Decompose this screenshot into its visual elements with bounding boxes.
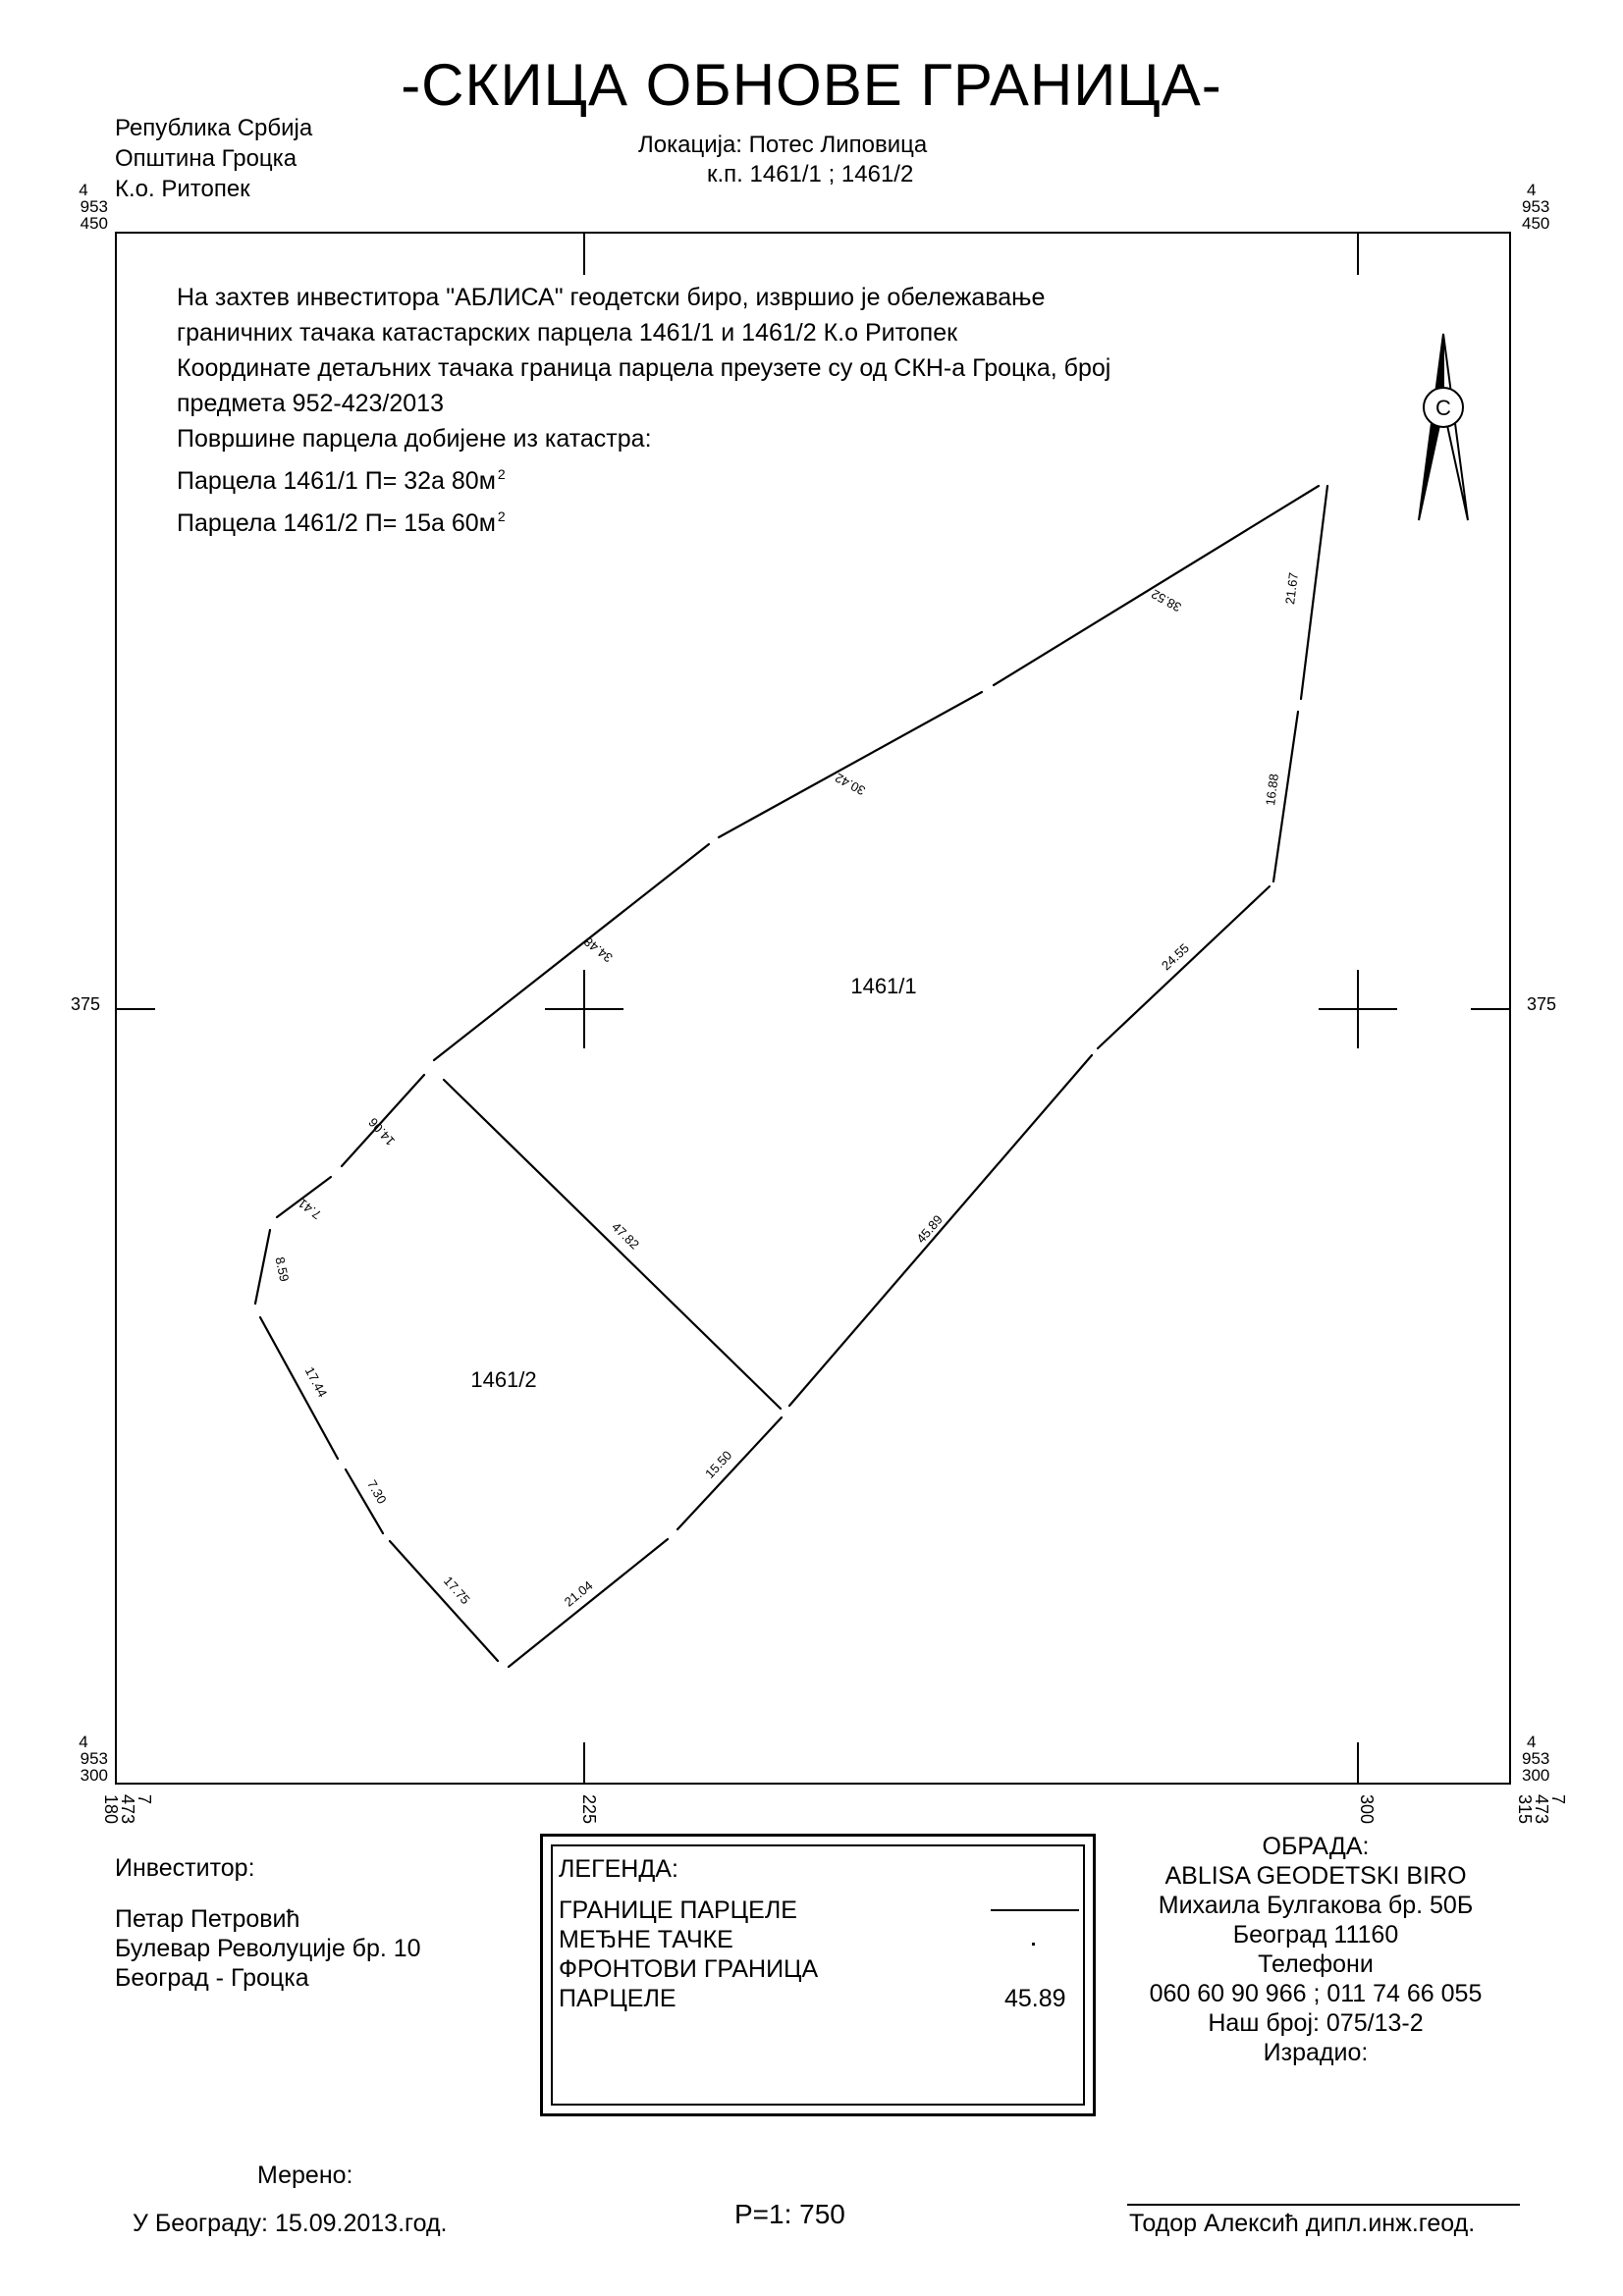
- north-arrow-icon: [1418, 333, 1469, 521]
- parcel-label-1461-1: 1461/1: [850, 974, 916, 998]
- legend-sample-value: 45.89: [1004, 1985, 1066, 2012]
- signature-name: Тодор Алексић дипл.инж.геод.: [1129, 2210, 1476, 2237]
- segment-length: 7.30: [364, 1477, 390, 1506]
- segment-length: 15.50: [702, 1448, 734, 1481]
- grid-coordinate-top-left: 4 953 450: [79, 181, 108, 233]
- signature-line: [1127, 2204, 1520, 2206]
- grid-coordinate-right-middle: 375: [1527, 994, 1557, 1014]
- segment-length: 17.44: [302, 1364, 331, 1400]
- legend-item-boundaries: ГРАНИЦЕ ПАРЦЕЛЕ: [559, 1896, 797, 1924]
- description-block: На захтев инвеститора "АБЛИСА" геодетски…: [177, 280, 1110, 541]
- description-line: На захтев инвеститора "АБЛИСА" геодетски…: [177, 284, 1046, 311]
- header-municipality: Општина Гроцка: [115, 145, 298, 172]
- description-line: граничних тачака катастарских парцела 14…: [177, 319, 958, 347]
- description-line: предмета 952-423/2013: [177, 390, 444, 417]
- grid-cross: [545, 970, 623, 1048]
- grid-coordinate-bottom-right: 4 953 300: [1522, 1733, 1550, 1785]
- location-line: Локација: Потес Липовица: [638, 132, 928, 158]
- segment-length: 30.42: [833, 771, 868, 799]
- legend-line-symbol: [991, 1909, 1079, 1911]
- office-prepared-by: Израдио:: [1263, 2039, 1369, 2066]
- grid-coordinate-top-right: 4 953 450: [1522, 181, 1550, 233]
- grid-coordinate-bottom-left: 4 953 300: [79, 1733, 108, 1785]
- north-label: С: [1435, 396, 1451, 420]
- parcel-boundaries: [253, 484, 1329, 1669]
- segment-length: 21.04: [562, 1577, 596, 1609]
- segment-labels: 34.48 30.42 38.52 21.67 16.88 24.55 45.8…: [272, 571, 1301, 1609]
- legend-item-points: МЕЂНЕ ТАЧКЕ: [559, 1926, 733, 1953]
- office-address: Михаила Булгакова бр. 50Б: [1158, 1892, 1474, 1919]
- segment-length: 34.48: [581, 934, 616, 966]
- investor-heading: Инвеститор:: [115, 1854, 255, 1882]
- header-cadastral-municipality: К.о. Ритопек: [115, 176, 250, 202]
- office-city: Београд 11160: [1232, 1921, 1399, 1949]
- legend-point-symbol: [1032, 1943, 1035, 1946]
- segment-length: 14.06: [365, 1115, 398, 1148]
- office-reference: Наш број: 075/13-2: [1208, 2009, 1424, 2037]
- office-phones: 060 60 90 966 ; 011 74 66 055: [1149, 1980, 1483, 2007]
- office-name: ABLISA GEODETSKI BIRO: [1164, 1862, 1467, 1890]
- map-frame: [115, 232, 1511, 1785]
- segment-length: 38.52: [1149, 586, 1184, 614]
- legend-box: ЛЕГЕНДА: ГРАНИЦЕ ПАРЦЕЛЕ МЕЂНЕ ТАЧКЕ ФРО…: [540, 1834, 1096, 2116]
- segment-length: 16.88: [1263, 773, 1281, 806]
- legend-item-parcels: ПАРЦЕЛЕ: [559, 1985, 676, 2012]
- page-title: -СКИЦА ОБНОВЕ ГРАНИЦА-: [401, 52, 1222, 118]
- place-date: У Београду: 15.09.2013.год.: [133, 2210, 448, 2237]
- description-line: Координате детаљних тачака граница парце…: [177, 354, 1111, 382]
- legend-item-fronts: ФРОНТОВИ ГРАНИЦА: [559, 1955, 819, 1983]
- header-country: Република Србија: [115, 115, 313, 141]
- investor-city: Београд - Гроцка: [115, 1964, 309, 1992]
- office-phones-label: Телефони: [1258, 1950, 1374, 1978]
- parcel-numbers-line: к.п. 1461/1 ; 1461/2: [707, 161, 914, 187]
- grid-coordinate-left-middle: 375: [71, 994, 101, 1014]
- parcel-label-1461-2: 1461/2: [470, 1367, 536, 1392]
- legend-heading: ЛЕГЕНДА:: [559, 1855, 678, 1883]
- scale-label: Р=1: 750: [734, 2199, 845, 2229]
- office-block: ОБРАДА: ABLISA GEODETSKI BIRO Михаила Бу…: [1109, 1832, 1522, 2067]
- description-line: Површине парцела добијене из катастра:: [177, 425, 652, 453]
- segment-length: 8.59: [272, 1255, 292, 1283]
- grid-cross: [1319, 970, 1397, 1048]
- office-heading: ОБРАДА:: [1262, 1833, 1370, 1860]
- segment-length: 24.55: [1159, 940, 1192, 973]
- investor-name: Петар Петровић: [115, 1905, 300, 1933]
- investor-address: Булевар Револуције бр. 10: [115, 1935, 421, 1962]
- segment-length: 21.67: [1282, 571, 1301, 605]
- measured-label: Мерено:: [257, 2162, 353, 2189]
